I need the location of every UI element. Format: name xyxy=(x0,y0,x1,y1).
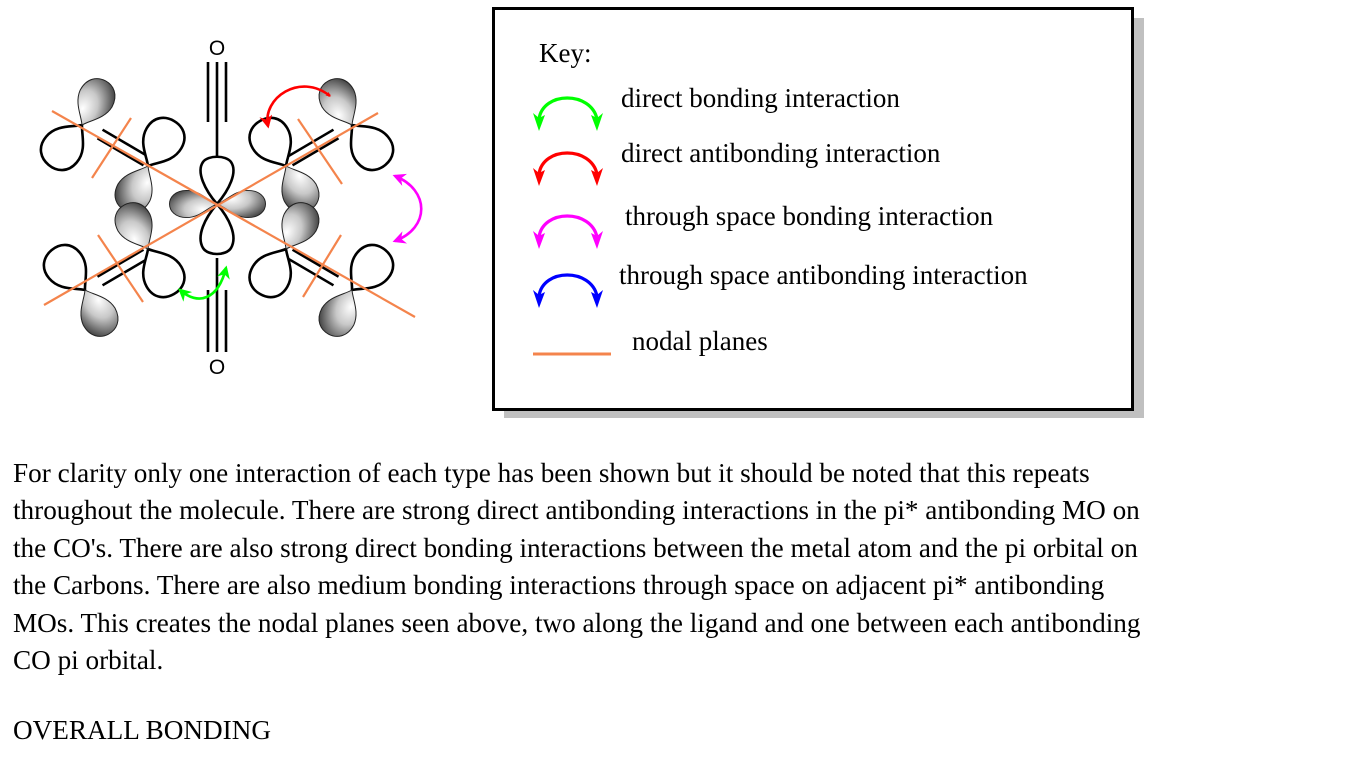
double-arrow-icon xyxy=(533,214,603,249)
double-arrow-icon xyxy=(533,151,603,186)
p-orbital-lobe-open xyxy=(42,243,88,292)
bottom-carbonyl xyxy=(206,258,228,352)
key-title: Key: xyxy=(539,38,592,68)
carbon-carbon-double-bond xyxy=(96,248,150,287)
top-carbonyl xyxy=(206,62,228,158)
double-arrow-icon xyxy=(533,273,603,308)
top-oxygen-label: O xyxy=(209,37,225,60)
nodal-plane-line xyxy=(302,234,342,298)
p-orbital-lobe-open xyxy=(248,247,293,299)
nodal-plane-line-icon xyxy=(533,352,611,356)
direct-antibonding-arrow xyxy=(259,85,331,129)
p-orbital-lobe-open xyxy=(349,243,395,292)
p-orbital-lobe-open xyxy=(141,116,186,168)
key-item-label: direct antibonding interaction xyxy=(621,138,941,168)
through-space-bonding-arrow xyxy=(392,173,423,244)
section-heading: OVERALL BONDING xyxy=(13,715,272,745)
nodal-planes xyxy=(43,110,416,318)
p-orbital-lobe-open xyxy=(248,116,293,168)
p-orbital-lobe-shaded xyxy=(281,202,320,250)
paragraph-line: MOs. This creates the nodal planes seen … xyxy=(13,607,1141,638)
nodal-plane-line xyxy=(91,117,132,179)
paragraph-line: For clarity only one interaction of each… xyxy=(13,458,1090,488)
key-item-label: direct bonding interaction xyxy=(621,83,900,113)
alkene-ligands xyxy=(39,78,395,337)
paragraph-line: CO pi orbital. xyxy=(13,645,164,676)
p-orbital-lobe-shaded xyxy=(77,78,116,126)
nodal-plane-line xyxy=(297,118,343,185)
key-item-label: through space antibonding interaction xyxy=(619,260,1028,290)
p-orbital-lobe-shaded xyxy=(318,78,357,126)
carbon-carbon-double-bond xyxy=(96,128,150,167)
p-orbital-lobe-open xyxy=(349,123,395,172)
key-item-label: nodal planes xyxy=(632,326,768,356)
key-item-label: through space bonding interaction xyxy=(625,201,994,231)
key-legend: Key: direct bonding interaction direct an… xyxy=(492,7,1134,411)
p-orbital-lobe-shaded xyxy=(114,202,153,250)
explanation-paragraph: For clarity only one interaction of each… xyxy=(13,455,1353,679)
double-arrow-icon xyxy=(533,96,603,131)
metal-lobe-up xyxy=(199,155,235,206)
paragraph-line: the Carbons. There are also medium bondi… xyxy=(13,570,1105,601)
metal-lobe-down xyxy=(199,202,235,256)
molecular-orbital-diagram: O O xyxy=(39,37,423,379)
paragraph-line: throughout the molecule. There are stron… xyxy=(13,495,1140,526)
direct-bonding-arrow xyxy=(178,265,230,302)
p-orbital-lobe-shaded xyxy=(80,289,119,337)
carbon-carbon-double-bond xyxy=(286,128,340,167)
p-orbital-lobe-shaded xyxy=(318,289,357,337)
carbon-carbon-double-bond xyxy=(286,248,340,287)
nodal-plane-line xyxy=(43,112,379,306)
p-orbital-lobe-open xyxy=(141,247,186,299)
p-orbital-lobe-open xyxy=(39,123,85,172)
nodal-plane-line xyxy=(97,234,144,303)
paragraph-line: the CO's. There are also strong direct b… xyxy=(13,532,1138,563)
metal-d-orbital xyxy=(169,155,266,256)
bottom-oxygen-label: O xyxy=(209,356,225,379)
